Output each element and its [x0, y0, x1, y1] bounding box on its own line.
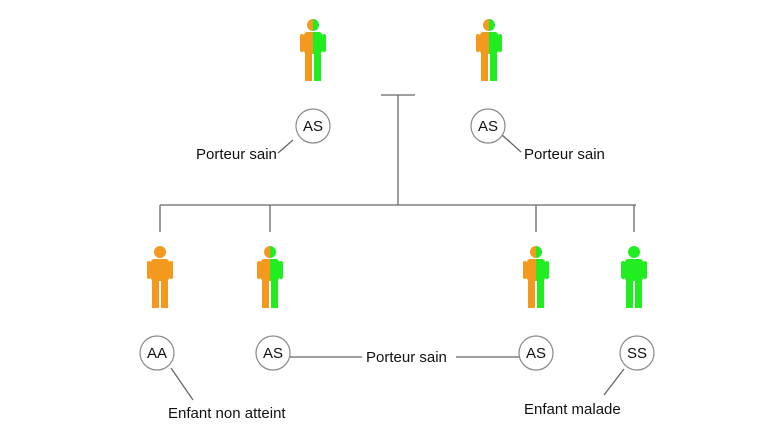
genotype-child-1: AA	[147, 345, 167, 362]
label-parent-left: Porteur sain	[196, 146, 277, 163]
genotype-parent-left: AS	[303, 118, 323, 135]
genotype-circle-parent-right	[470, 108, 506, 144]
parent-right-person-icon	[476, 19, 502, 81]
genotype-circle-parent-left	[295, 108, 331, 144]
child-aa-person-icon	[147, 246, 173, 308]
parent-left-person-icon	[300, 19, 326, 81]
label-child-unaffected: Enfant non atteint	[168, 405, 286, 422]
leader-child-affected	[603, 368, 625, 396]
genotype-parent-right: AS	[478, 118, 498, 135]
leader-child-unaffected	[170, 367, 194, 401]
leader-parent-left	[277, 139, 294, 154]
genotype-circle-child-3	[518, 335, 554, 371]
child-as-1-person-icon	[257, 246, 283, 308]
label-child-affected: Enfant malade	[524, 401, 621, 418]
genotype-child-3: AS	[526, 345, 546, 362]
genotype-child-2: AS	[263, 345, 283, 362]
label-carrier-children: Porteur sain	[366, 349, 447, 366]
genotype-circle-child-4	[619, 335, 655, 371]
genotype-circle-child-1	[139, 335, 175, 371]
genotype-circles	[139, 108, 655, 371]
label-parent-right: Porteur sain	[524, 146, 605, 163]
genotype-child-4: SS	[627, 345, 647, 362]
genotype-circle-child-2	[255, 335, 291, 371]
leader-parent-right	[500, 133, 522, 153]
connector-lines	[159, 94, 636, 401]
child-ss-person-icon	[621, 246, 647, 308]
child-as-2-person-icon	[523, 246, 549, 308]
